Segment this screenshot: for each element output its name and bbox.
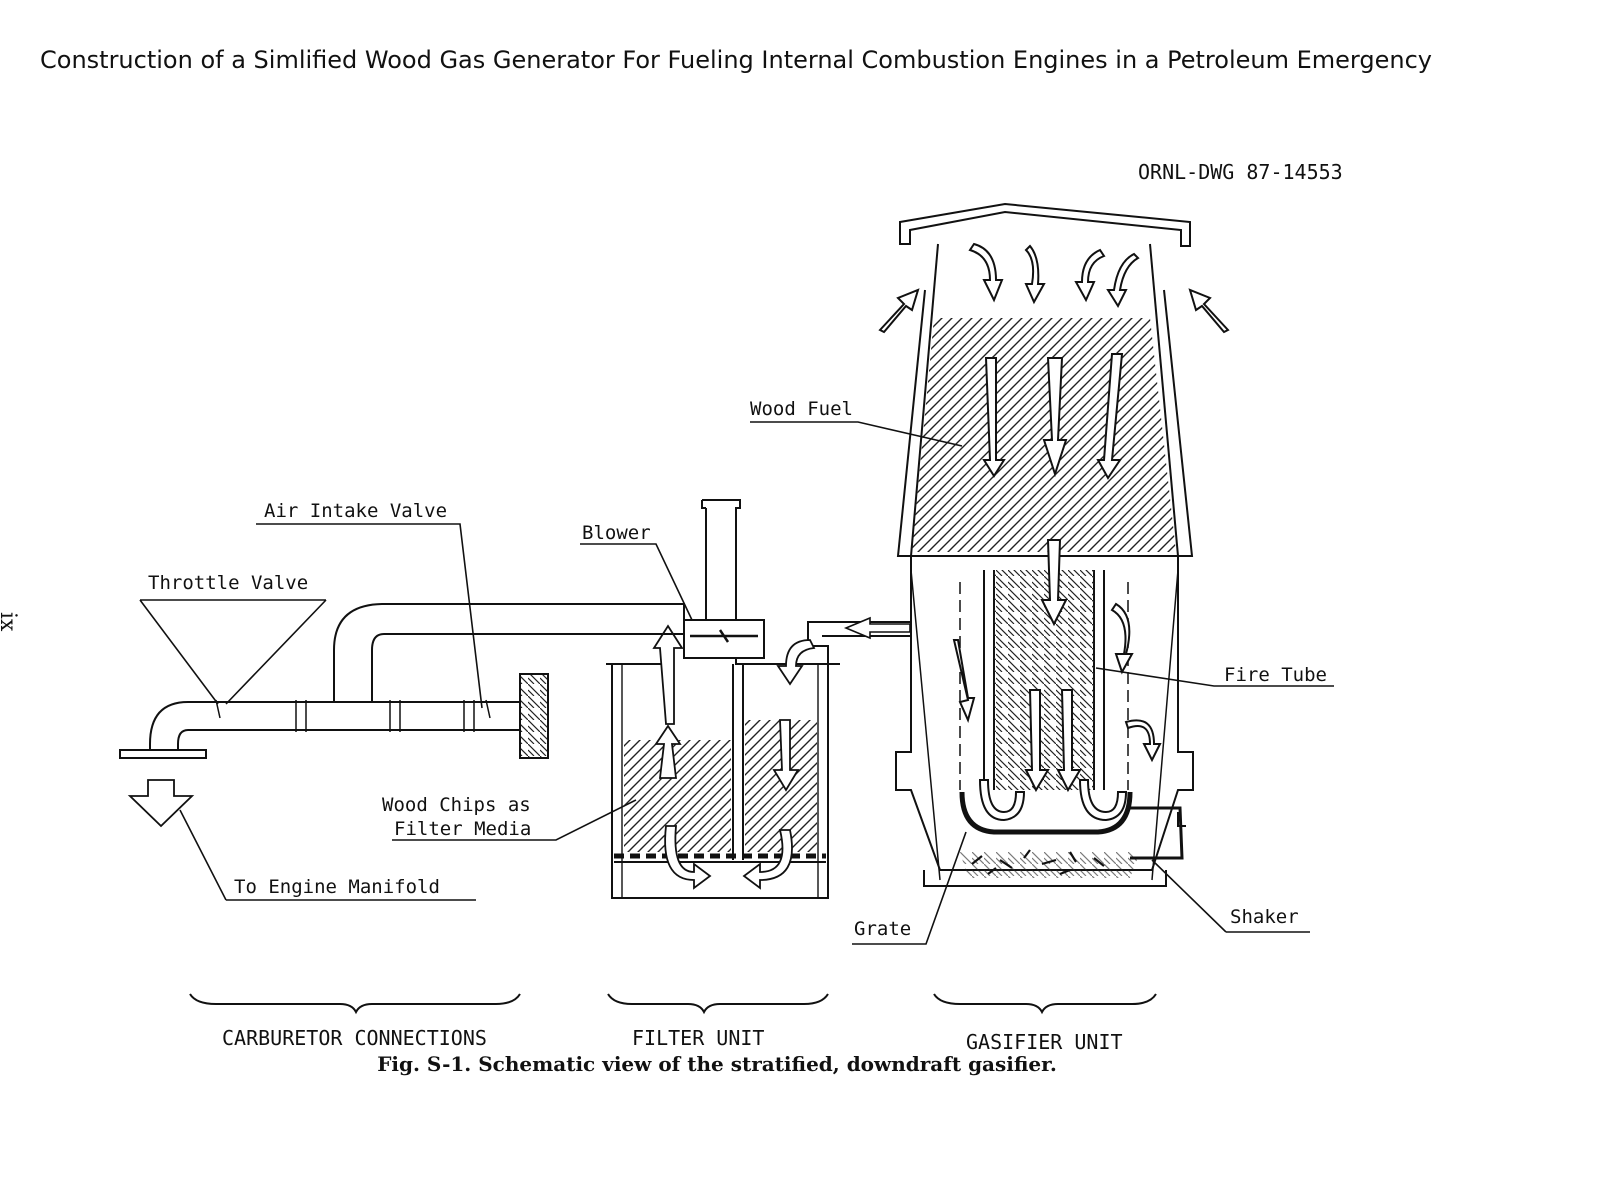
label-shaker: Shaker [1230, 906, 1299, 928]
wood-fuel-bed [912, 318, 1176, 552]
label-throttle-valve: Throttle Valve [148, 572, 309, 594]
blower-housing [683, 619, 765, 659]
section-gasifier-unit: GASIFIER UNIT [966, 1030, 1123, 1054]
filter-media-left [624, 740, 731, 852]
carburetor-connections [119, 603, 685, 828]
blower-stack [701, 499, 741, 620]
section-braces [189, 993, 1157, 1015]
leader-lines [139, 421, 1334, 945]
drawing-code: ORNL-DWG 87-14553 [1138, 160, 1343, 184]
label-wood-chips-line1: Wood Chips as [382, 794, 531, 816]
label-wood-chips-line2: Filter Media [394, 818, 532, 840]
gasifier-to-filter-pipe [807, 616, 911, 690]
figure-caption: Fig. S-1. Schematic view of the stratifi… [377, 1052, 1057, 1076]
label-air-intake-valve: Air Intake Valve [264, 500, 448, 522]
air-intake-cap [519, 673, 549, 759]
gasifier-unit [895, 202, 1194, 887]
engine-flange [119, 749, 207, 759]
grate [959, 791, 1133, 835]
page-title: Construction of a Simlified Wood Gas Gen… [40, 46, 1432, 74]
label-wood-fuel: Wood Fuel [750, 398, 853, 420]
label-fire-tube: Fire Tube [1224, 664, 1327, 686]
filter-media-right [745, 720, 817, 852]
gas-flow-arrow [843, 616, 911, 640]
gasifier-flow-arrows [878, 242, 1230, 822]
ash-bed [960, 852, 1140, 878]
ash-debris [971, 849, 1105, 876]
filter-unit [606, 499, 840, 899]
label-to-engine-manifold: To Engine Manifold [234, 876, 440, 898]
engine-flow-arrow [127, 779, 195, 828]
label-blower: Blower [582, 522, 651, 544]
section-filter-unit: FILTER UNIT [632, 1026, 765, 1050]
shaker-rod [1126, 806, 1184, 860]
section-carburetor-connections: CARBURETOR CONNECTIONS [222, 1026, 487, 1050]
label-grate: Grate [854, 918, 912, 940]
